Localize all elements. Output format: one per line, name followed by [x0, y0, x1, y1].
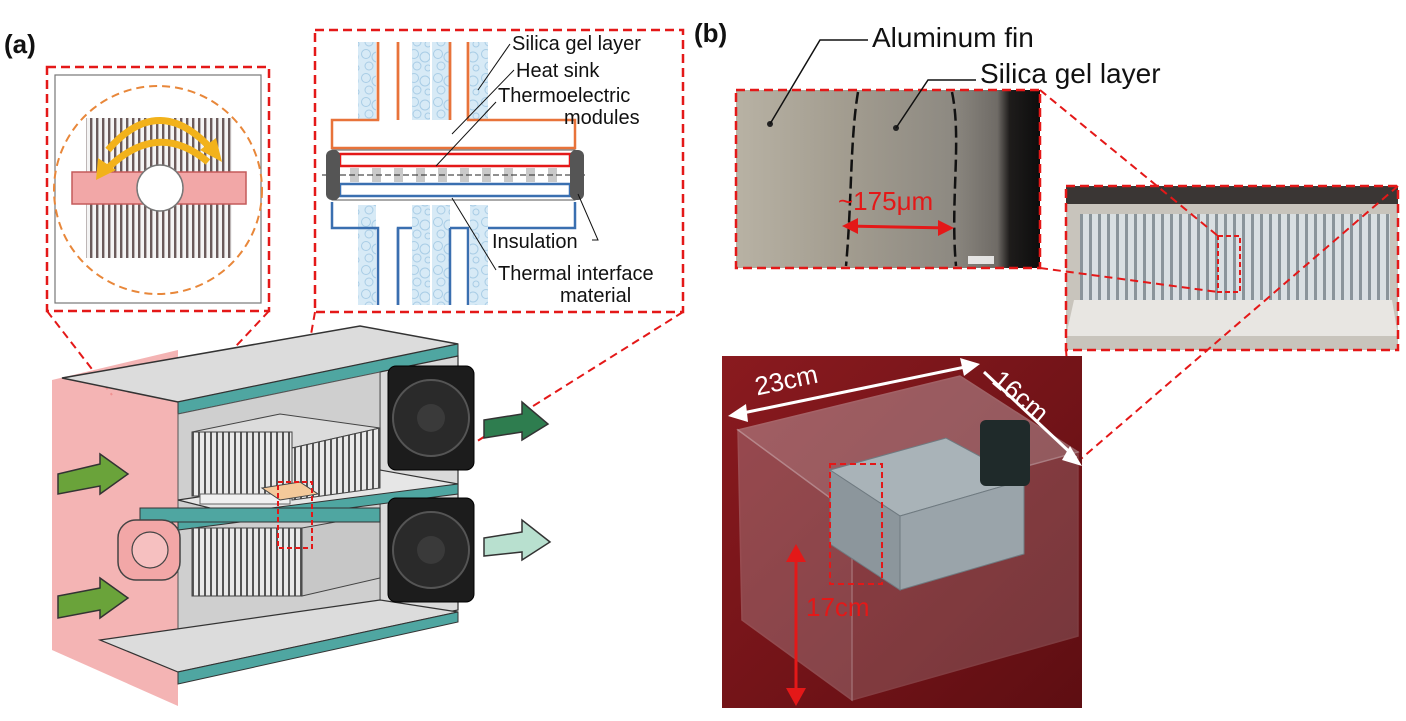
label-silica-gel-layer-photo: Silica gel layer	[980, 58, 1161, 89]
label-thermal-interface-l2: material	[560, 285, 632, 307]
heat-sink-photo	[1064, 184, 1400, 352]
device-cutaway	[52, 325, 552, 706]
panel-label-a: (a)	[4, 29, 36, 59]
panel-label-b: (b)	[694, 18, 728, 48]
label-aluminum-fin: Aluminum fin	[872, 22, 1034, 53]
label-thermal-interface-l1: Thermal interface	[498, 263, 654, 285]
label-silica-gel-layer: Silica gel layer	[512, 33, 641, 55]
label-insulation: Insulation	[492, 231, 578, 253]
label-height-17cm: 17cm	[806, 592, 870, 622]
rotation-inset	[45, 65, 271, 313]
label-thermoelectric-l2: modules	[564, 107, 640, 129]
label-thermoelectric-l1: Thermoelectric	[498, 85, 631, 107]
prototype-photo	[722, 356, 1082, 708]
cross-section-detail	[313, 28, 685, 314]
microscope-image	[734, 39, 1042, 270]
label-heat-sink: Heat sink	[516, 60, 600, 82]
label-thickness: ~175μm	[838, 186, 934, 216]
